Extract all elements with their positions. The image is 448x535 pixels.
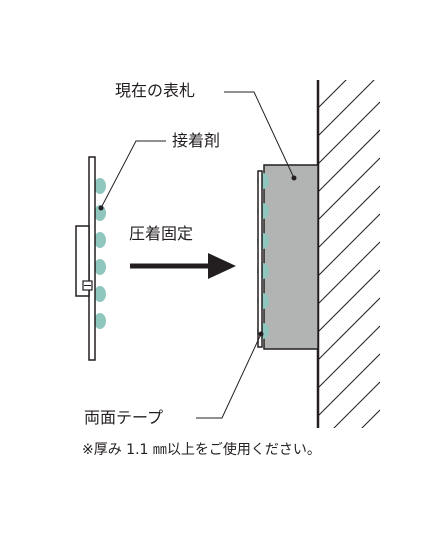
new-panel-installed: [257, 170, 263, 348]
leader-current-plate: [224, 91, 295, 179]
screw-icon: [82, 280, 93, 291]
leader-dot: [258, 331, 264, 337]
thickness-note: ※厚み 1.1 ㎜以上をご使用ください。: [82, 442, 321, 458]
label-adhesive: 接着剤: [172, 131, 221, 150]
wall: [316, 80, 380, 428]
label-current-plate: 現在の表札: [115, 81, 196, 100]
label-press-fix: 圧着固定: [129, 224, 194, 243]
current-plate: [263, 164, 319, 350]
press-arrow-icon: [130, 253, 236, 279]
label-double-sided-tape: 両面テープ: [84, 408, 164, 427]
left-adhesive: [94, 178, 106, 329]
wall-hatching: [318, 80, 380, 428]
new-panel: [88, 156, 96, 361]
panel-bracket: [75, 225, 90, 297]
leader-adhesive: [100, 140, 166, 209]
leader-dot: [98, 205, 104, 211]
leader-dot: [291, 175, 297, 181]
leader-double-sided-tape: [196, 333, 262, 419]
